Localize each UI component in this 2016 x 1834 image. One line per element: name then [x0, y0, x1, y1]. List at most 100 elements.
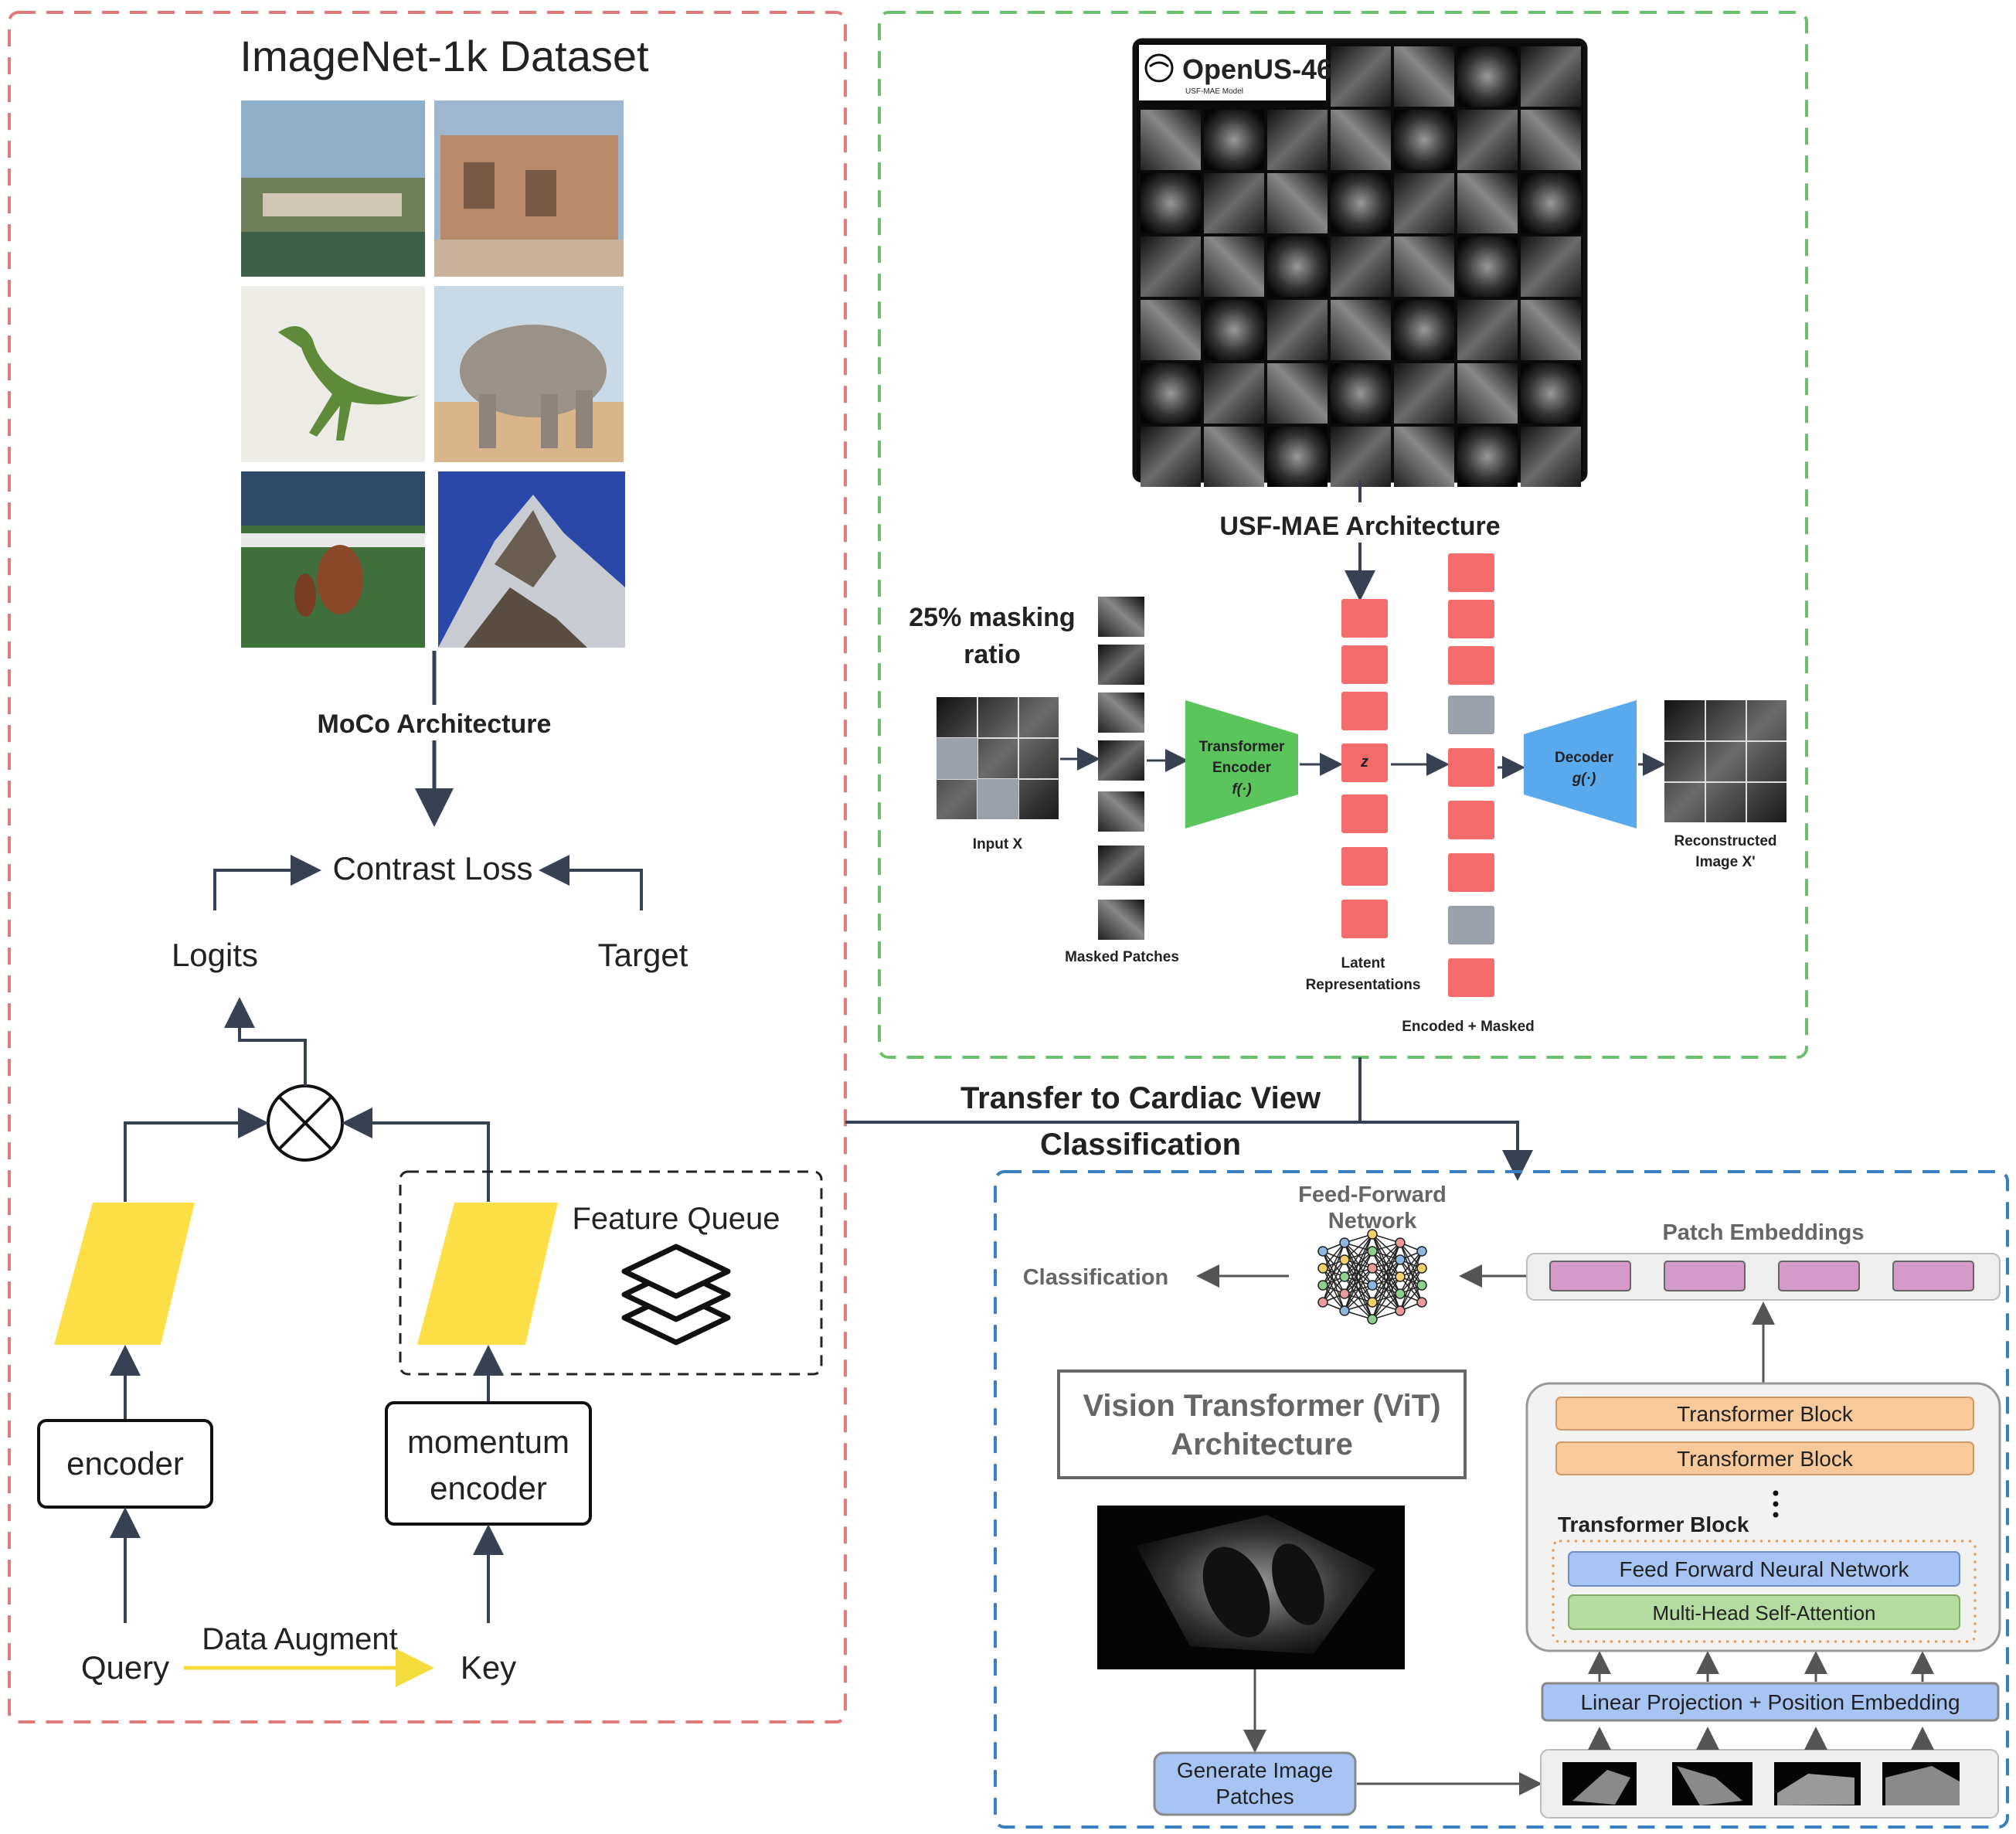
generate-patches-label-2: Patches — [1215, 1785, 1294, 1808]
imagenet-title: ImageNet-1k Dataset — [240, 32, 649, 80]
nn-edge — [1372, 1242, 1401, 1269]
embedding-4 — [1892, 1261, 1974, 1291]
ultrasound-thumbnail — [1267, 300, 1328, 360]
mhsa-label: Multi-Head Self-Attention — [1652, 1601, 1875, 1625]
ultrasound-thumbnail — [1141, 300, 1201, 360]
nn-edge — [1399, 1250, 1423, 1312]
ffnn-label: Feed Forward Neural Network — [1619, 1557, 1909, 1581]
ultrasound-thumbnail — [1394, 427, 1454, 487]
nn-node — [1416, 1297, 1427, 1308]
nn-node — [1416, 1280, 1427, 1291]
ultrasound-thumbnail — [1331, 110, 1391, 170]
openus-grid: OpenUS-46 USF-MAE Model — [1132, 38, 1588, 487]
nn-edge — [1372, 1242, 1401, 1303]
nn-node — [1339, 1305, 1350, 1316]
ultrasound-thumbnail — [1204, 236, 1264, 297]
ultrasound-thumbnail — [1394, 173, 1454, 233]
ultrasound-thumbnail — [1457, 46, 1518, 107]
vit-title-1: Vision Transformer (ViT) — [1083, 1389, 1440, 1423]
nn-edge — [1344, 1250, 1373, 1312]
nn-node — [1395, 1254, 1406, 1265]
patches-to-projection-arrows — [1588, 1727, 1934, 1750]
key-projection — [417, 1203, 558, 1345]
ultrasound-thumbnail — [1394, 363, 1454, 424]
openus-logo-icon — [1144, 53, 1174, 83]
encoded-masked-label: Encoded + Masked — [1402, 1019, 1535, 1035]
decoder-label: Decoder — [1555, 750, 1614, 766]
image-patches-row — [1540, 1749, 1999, 1819]
nn-node — [1395, 1305, 1406, 1316]
embedding-2 — [1664, 1261, 1746, 1291]
nn-node — [1367, 1246, 1378, 1257]
nn-node — [1367, 1280, 1378, 1291]
thumb-horses — [241, 471, 425, 648]
ultrasound-thumbnail — [1141, 110, 1201, 170]
ultrasound-thumbnail — [1267, 110, 1328, 170]
key-branch-to-node — [342, 1108, 490, 1202]
nn-edge — [1372, 1242, 1401, 1286]
reconstructed-label-1: Reconstructed — [1674, 833, 1776, 849]
query-projection — [54, 1203, 195, 1345]
logits-label: Logits — [172, 937, 258, 973]
ultrasound-thumbnail — [1521, 236, 1581, 297]
cardiac-image — [1097, 1506, 1405, 1669]
ultrasound-thumbnail — [1457, 363, 1518, 424]
neural-network-icon — [1317, 1229, 1427, 1325]
ultrasound-thumbnail — [1267, 427, 1328, 487]
imagenet-thumbnails — [241, 100, 625, 648]
key-label: Key — [461, 1649, 516, 1686]
nn-edge — [1399, 1267, 1423, 1312]
transfer-arrow — [1358, 1057, 1533, 1181]
nn-node — [1339, 1237, 1350, 1248]
nn-edge — [1344, 1284, 1373, 1312]
feature-queue-label: Feature Queue — [572, 1202, 780, 1236]
ultrasound-thumbnail — [1204, 173, 1264, 233]
ultrasound-thumbnail — [1204, 300, 1264, 360]
ultrasound-thumbnail — [1141, 427, 1201, 487]
encoder-label-2: Encoder — [1212, 760, 1272, 776]
masking-ratio-line2: ratio — [964, 640, 1021, 669]
nn-edge — [1344, 1233, 1373, 1278]
nn-edge — [1344, 1233, 1373, 1295]
ffnn-box — [1568, 1551, 1960, 1587]
nn-edge — [1372, 1293, 1401, 1320]
data-augment-label: Data Augment — [202, 1622, 398, 1656]
ultrasound-thumbnail — [1331, 363, 1391, 424]
usf-panel — [878, 11, 1808, 1059]
ultrasound-thumbnail — [1331, 236, 1391, 297]
transformer-block-inner-title: Transformer Block — [1558, 1512, 1749, 1536]
latent-label-2: Representations — [1306, 977, 1421, 993]
openus-logo-sub: USF-MAE Model — [1185, 87, 1243, 96]
vit-title-box — [1057, 1370, 1467, 1479]
nn-edge — [1372, 1276, 1401, 1320]
nn-edge — [1372, 1259, 1401, 1320]
nn-edge — [1372, 1242, 1401, 1320]
vit-panel — [994, 1170, 2009, 1829]
ultrasound-thumbnail — [1331, 300, 1391, 360]
ultrasound-thumbnail — [1267, 363, 1328, 424]
ultrasound-thumbnail — [1457, 236, 1518, 297]
ultrasound-thumbnail — [1394, 46, 1454, 107]
nn-node — [1339, 1271, 1350, 1282]
ultrasound-thumbnail — [1267, 236, 1328, 297]
nn-node — [1395, 1237, 1406, 1248]
target-to-loss-arrow — [539, 855, 643, 910]
encoder-fn-label: f(·) — [1232, 781, 1251, 798]
masking-ratio-line1: 25% masking — [909, 603, 1075, 632]
transfer-label-1: Transfer to Cardiac View — [960, 1081, 1321, 1115]
nn-node — [1367, 1314, 1378, 1325]
nn-node — [1416, 1263, 1427, 1274]
nn-edge — [1344, 1233, 1373, 1261]
nn-node — [1416, 1246, 1427, 1257]
classification-label: Classification — [1023, 1265, 1169, 1290]
encoder-label-1: Transformer — [1199, 739, 1285, 755]
thumb-city — [241, 100, 425, 277]
query-label: Query — [81, 1649, 169, 1686]
moco-architecture-label: MoCo Architecture — [318, 709, 552, 739]
momentum-encoder-label-1: momentum — [407, 1424, 569, 1460]
transfer-label-2: Classification — [1040, 1128, 1241, 1162]
momentum-encoder-label-2: encoder — [430, 1470, 547, 1506]
nn-edge — [1344, 1233, 1373, 1312]
mhsa-box — [1568, 1594, 1960, 1630]
